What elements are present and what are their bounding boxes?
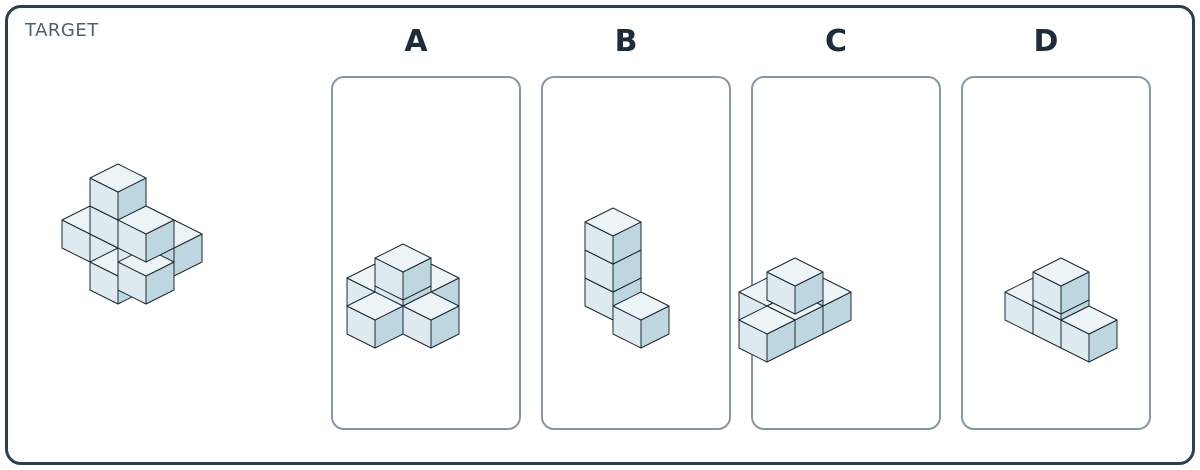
option-b-cube-structure — [584, 207, 670, 349]
cube-4 — [584, 207, 642, 265]
cube-11 — [117, 205, 175, 263]
cube-6 — [766, 257, 824, 315]
option-c-card[interactable] — [751, 76, 941, 430]
option-a-cube-structure — [346, 243, 460, 349]
target-label: TARGET — [25, 20, 99, 41]
option-c-letter: C — [824, 24, 848, 59]
cube-5 — [402, 291, 460, 349]
option-b-letter: B — [614, 24, 638, 59]
cube-6 — [374, 243, 432, 301]
cube-4 — [346, 291, 404, 349]
cube-5 — [1032, 257, 1090, 315]
option-d-cube-structure — [1004, 257, 1118, 363]
target-cube-structure — [61, 163, 203, 305]
option-a-letter: A — [404, 24, 428, 59]
cube-4 — [1060, 305, 1118, 363]
option-d-card[interactable] — [961, 76, 1151, 430]
cube-5 — [738, 305, 796, 363]
option-c-cube-structure — [738, 257, 852, 363]
option-d-letter: D — [1033, 24, 1059, 59]
option-a-card[interactable] — [331, 76, 521, 430]
cube-2 — [612, 291, 670, 349]
